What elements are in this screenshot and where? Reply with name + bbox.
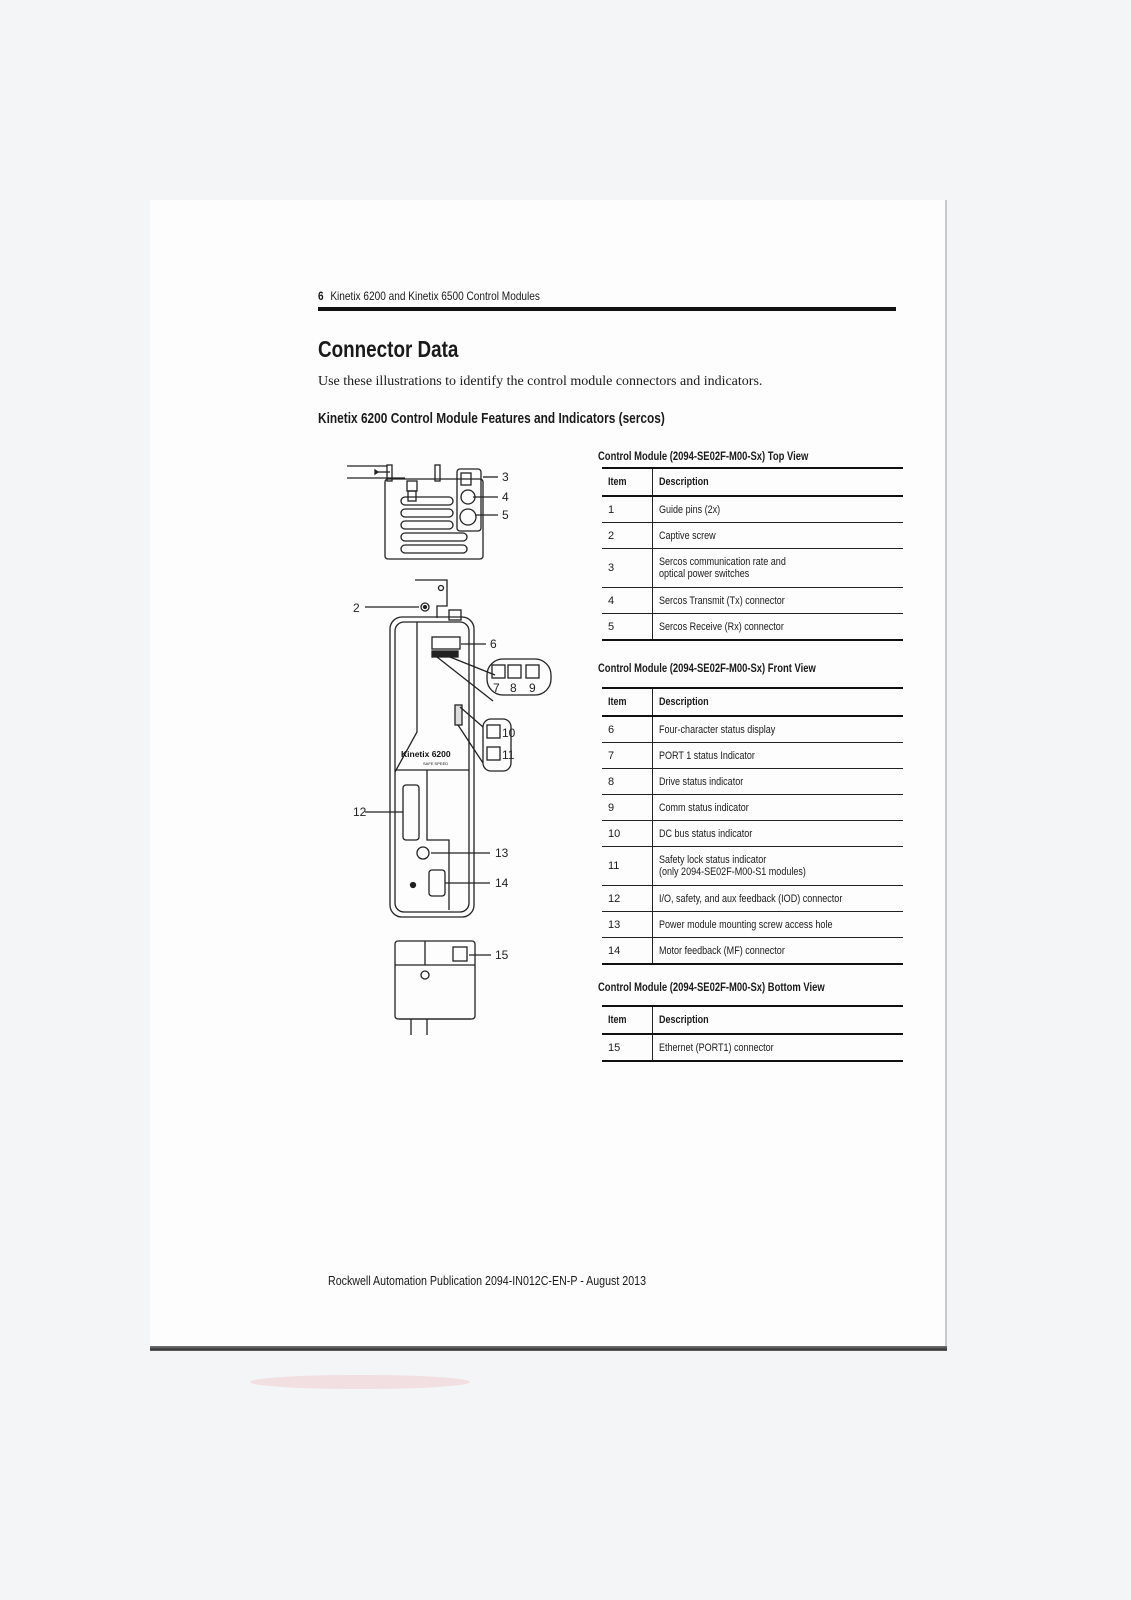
item-description: Sercos Receive (Rx) connector [652,613,903,641]
table-caption-top-view: Control Module (2094-SE02F-M00-Sx) Top V… [598,451,809,463]
front-view-diagram: 2 6 7 8 9 10 11 Kinetix 6200 SAFE SPEED [353,579,552,918]
item-number: 8 [602,768,653,795]
item-description: Ethernet (PORT1) connector [652,1034,903,1062]
svg-text:3: 3 [502,470,509,484]
section-subtitle: Kinetix 6200 Control Module Features and… [318,411,665,427]
table-caption-bottom-view: Control Module (2094-SE02F-M00-Sx) Botto… [598,982,825,994]
svg-text:2: 2 [353,601,360,615]
page-number: 6 [318,289,324,303]
svg-text:SAFE SPEED: SAFE SPEED [423,761,448,766]
column-header-description: Description [652,687,903,717]
item-description: Guide pins (2x) [652,496,903,523]
scan-smudge [250,1375,470,1389]
control-module-illustration: 1 2 3 4 5 2 6 7 8 9 [337,445,575,1065]
item-description: PORT 1 status Indicator [652,742,903,769]
svg-text:10: 10 [502,726,516,740]
item-description: Power module mounting screw access hole [652,911,903,938]
column-header-item: Item [602,687,653,717]
item-number: 15 [602,1034,653,1062]
item-number: 12 [602,885,653,912]
column-header-description: Description [652,467,903,497]
header-rule [318,307,896,311]
item-number: 3 [602,548,653,588]
item-description: Safety lock status indicator(only 2094-S… [652,846,903,886]
svg-text:13: 13 [495,846,509,860]
item-number: 13 [602,911,653,938]
publication-footer: Rockwell Automation Publication 2094-IN0… [328,1273,647,1288]
column-header-item: Item [602,467,653,497]
item-description: Captive screw [652,522,903,549]
page-edge-shadow [150,1346,947,1350]
item-description: I/O, safety, and aux feedback (IOD) conn… [652,885,903,912]
item-number: 10 [602,820,653,847]
item-number: 11 [602,846,653,886]
running-title: Kinetix 6200 and Kinetix 6500 Control Mo… [330,289,540,303]
item-description: Drive status indicator [652,768,903,795]
svg-text:Kinetix 6200: Kinetix 6200 [401,749,451,759]
svg-text:4: 4 [502,490,509,504]
bottom-view-diagram: 15 [394,940,509,1035]
item-description: Sercos Transmit (Tx) connector [652,587,903,614]
intro-text: Use these illustrations to identify the … [318,374,763,389]
svg-text:15: 15 [495,948,509,962]
top-view-diagram: 1 2 3 4 5 [337,452,509,560]
section-title: Connector Data [318,336,459,362]
item-number: 4 [602,587,653,614]
table-header-row: Item Description [602,467,903,497]
item-number: 6 [602,716,653,743]
running-header: 6 Kinetix 6200 and Kinetix 6500 Control M… [318,289,540,303]
item-description: Motor feedback (MF) connector [652,937,903,965]
item-number: 14 [602,937,653,965]
svg-text:6: 6 [490,637,497,651]
svg-text:9: 9 [529,681,536,695]
table-header-row: Item Description [602,1005,903,1035]
svg-text:7: 7 [493,681,500,695]
svg-text:5: 5 [502,508,509,522]
item-number: 1 [602,496,653,523]
table-header-row: Item Description [602,687,903,717]
svg-text:14: 14 [495,876,509,890]
item-number: 7 [602,742,653,769]
table-caption-front-view: Control Module (2094-SE02F-M00-Sx) Front… [598,663,816,675]
item-description: DC bus status indicator [652,820,903,847]
item-description: Comm status indicator [652,794,903,821]
item-number: 5 [602,613,653,641]
column-header-item: Item [602,1005,653,1035]
svg-text:11: 11 [502,748,515,762]
svg-text:12: 12 [353,805,367,819]
svg-text:8: 8 [510,681,517,695]
item-number: 9 [602,794,653,821]
column-header-description: Description [652,1005,903,1035]
item-number: 2 [602,522,653,549]
item-description: Four-character status display [652,716,903,743]
